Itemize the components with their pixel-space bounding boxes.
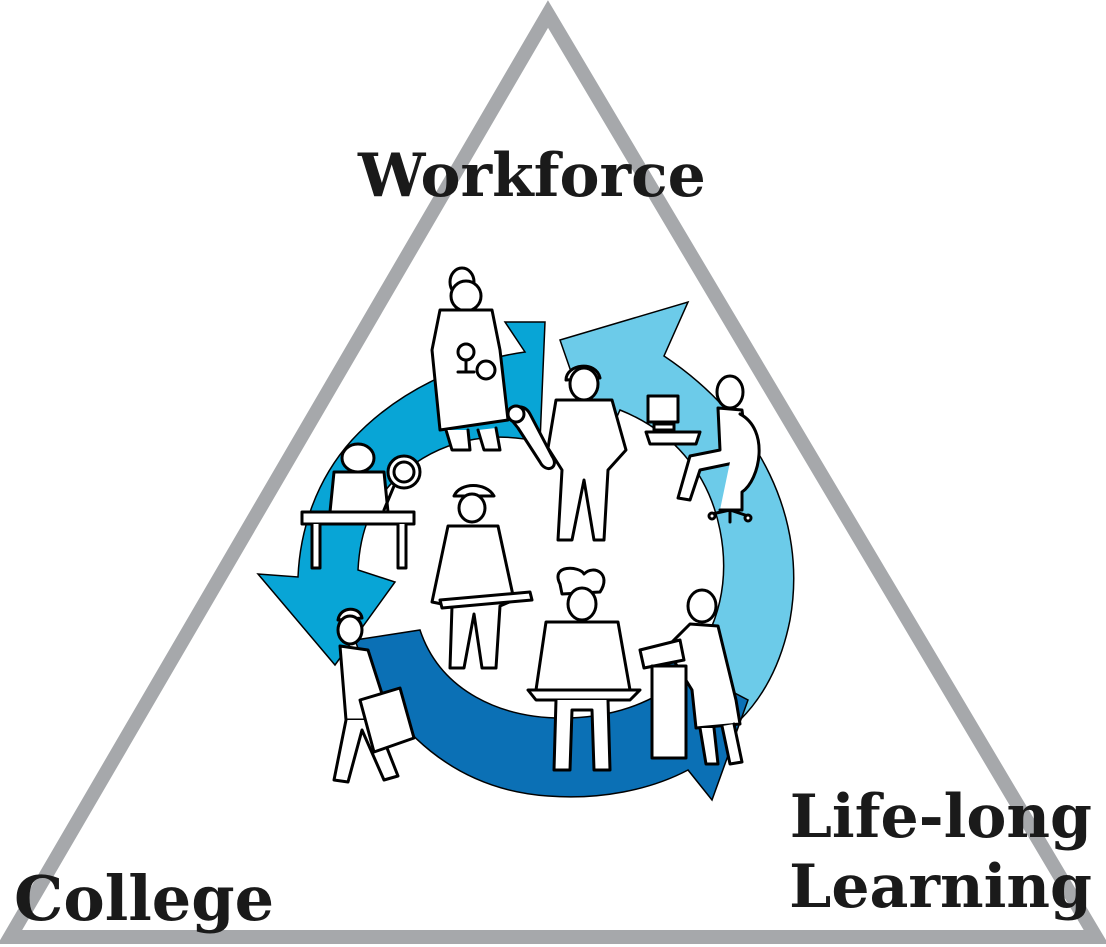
office-worker-icon	[300, 442, 422, 570]
cycle-arrow-dark	[353, 629, 749, 802]
mechanic-icon	[506, 364, 628, 542]
vertex-label-college: College	[14, 862, 275, 935]
figures	[300, 266, 761, 784]
chef-icon	[526, 566, 642, 772]
firefighter-icon	[430, 484, 534, 670]
vertex-label-lifelong-learning: Life-long Learning	[789, 782, 1092, 922]
computer-worker-icon	[644, 374, 761, 524]
vertex-label-workforce: Workforce	[358, 141, 706, 211]
teacher-icon	[638, 588, 744, 766]
student-icon	[332, 607, 416, 784]
scientist-icon	[430, 266, 510, 452]
